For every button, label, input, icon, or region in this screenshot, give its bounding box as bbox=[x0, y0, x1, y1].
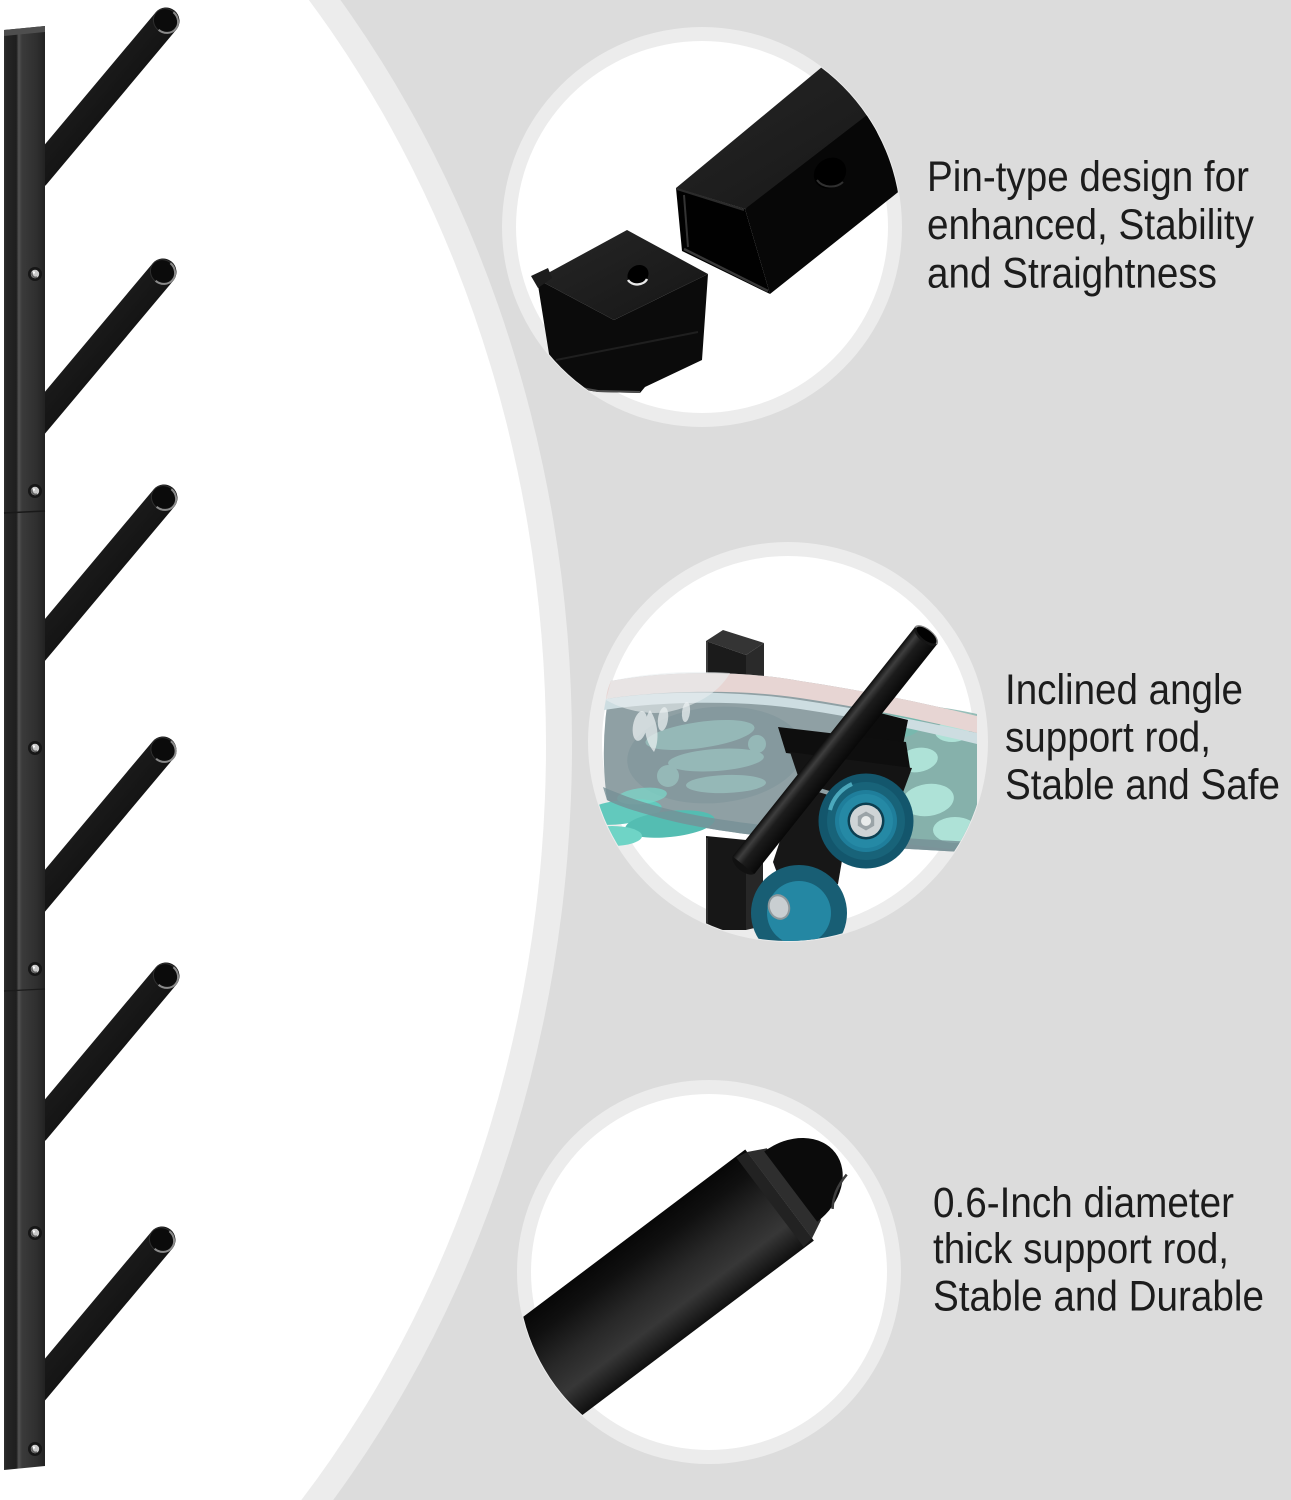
svg-text:and Straightness: and Straightness bbox=[927, 249, 1217, 297]
svg-text:thick support rod,: thick support rod, bbox=[933, 1225, 1229, 1273]
svg-text:support rod,: support rod, bbox=[1005, 714, 1211, 762]
svg-text:0.6-Inch diameter: 0.6-Inch diameter bbox=[933, 1179, 1234, 1227]
svg-text:Inclined angle: Inclined angle bbox=[1005, 666, 1243, 714]
svg-text:enhanced, Stability: enhanced, Stability bbox=[927, 201, 1254, 249]
svg-text:Stable and Durable: Stable and Durable bbox=[933, 1272, 1264, 1320]
svg-text:Pin-type design for: Pin-type design for bbox=[927, 153, 1249, 201]
svg-text:Stable and Safe: Stable and Safe bbox=[1005, 761, 1280, 809]
